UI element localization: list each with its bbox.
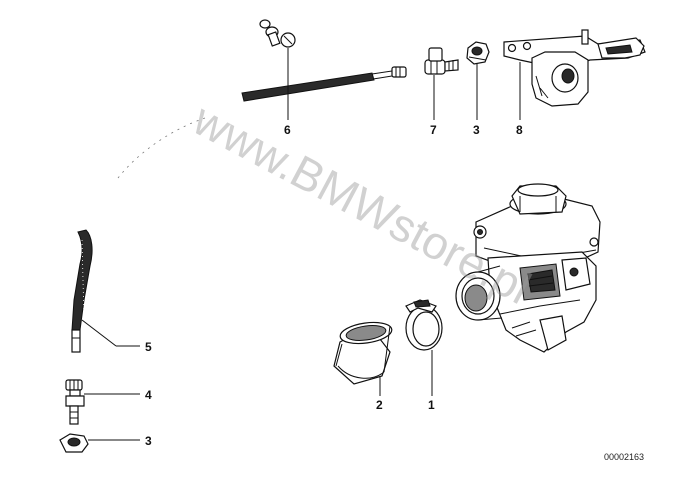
carburetor-icon xyxy=(455,183,601,353)
watermark: www.BMWstore.pl xyxy=(184,92,539,314)
callout-2: 2 xyxy=(376,398,383,412)
callout-8: 8 xyxy=(516,123,523,137)
callout-3-bottom: 3 xyxy=(145,434,152,448)
callout-6: 6 xyxy=(284,123,291,137)
callout-4: 4 xyxy=(145,388,152,402)
rubber-sleeve-icon xyxy=(333,321,393,385)
hex-nut-icon xyxy=(466,41,490,65)
banjo-bolt-icon xyxy=(65,379,85,425)
callout-7: 7 xyxy=(430,123,437,137)
fuel-hose-icon xyxy=(71,229,93,353)
union-screw-icon xyxy=(424,47,459,75)
callout-1: 1 xyxy=(428,398,435,412)
cable-icon xyxy=(241,66,407,102)
diagram-reference-number: 00002163 xyxy=(604,452,644,462)
hex-nut-bottom-icon xyxy=(59,433,89,453)
callout-5: 5 xyxy=(145,340,152,354)
hose-clamp-icon xyxy=(405,299,443,351)
callout-3-top: 3 xyxy=(473,123,480,137)
cable-end-fittings-icon xyxy=(259,19,296,48)
throttle-lever-icon xyxy=(503,29,646,107)
